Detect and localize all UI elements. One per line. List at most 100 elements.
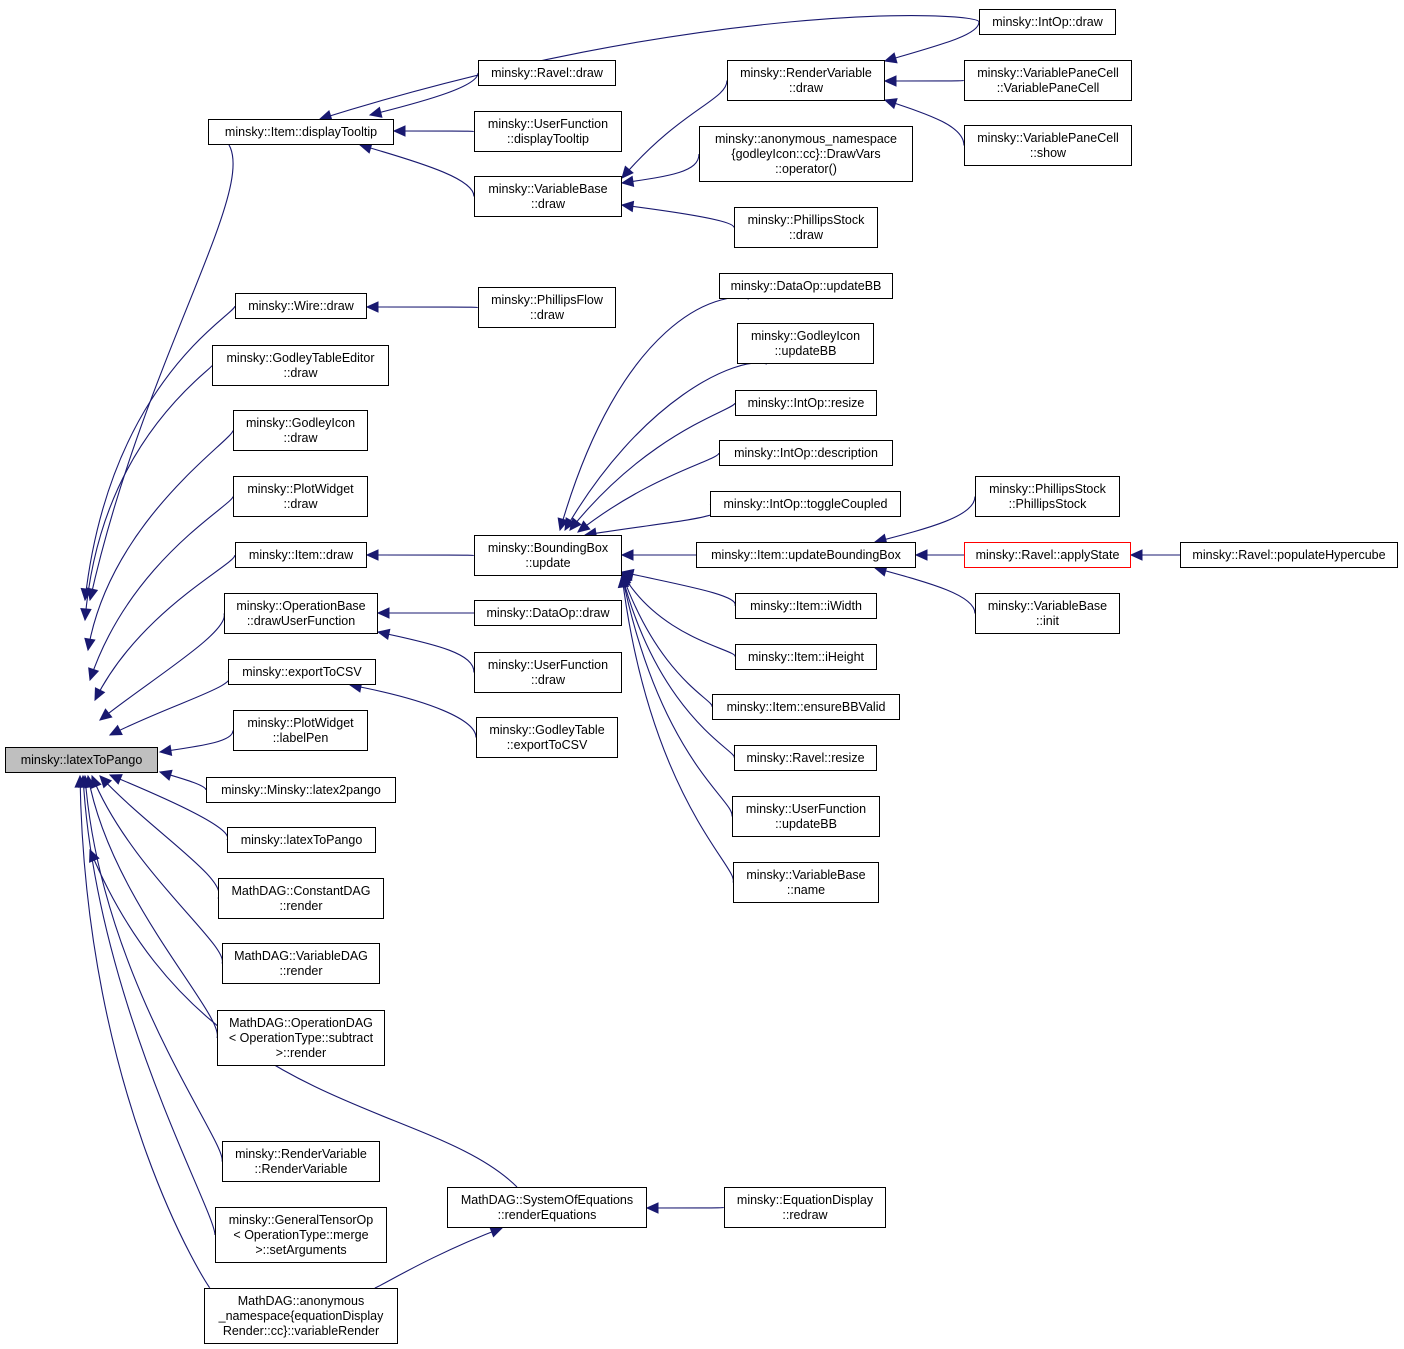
node-label-line: ::drawUserFunction xyxy=(246,613,356,628)
edge-godleytable-exportToCSV-to-exportToCSV xyxy=(349,684,477,738)
edge-ravel-draw-to-item-displayTooltip xyxy=(369,72,479,116)
node-godleyicon-draw[interactable]: minsky::GodleyIcon::draw xyxy=(233,410,368,451)
edge-userfunction-displayTooltip-to-item-displayTooltip xyxy=(393,130,475,133)
node-label-line: ::redraw xyxy=(782,1207,828,1222)
node-intop-toggleCoupled[interactable]: minsky::IntOp::toggleCoupled xyxy=(710,491,901,517)
node-ravel-draw[interactable]: minsky::Ravel::draw xyxy=(478,60,616,86)
node-boundingbox-update[interactable]: minsky::BoundingBox::update xyxy=(474,535,622,576)
node-dataop-updateBB[interactable]: minsky::DataOp::updateBB xyxy=(719,273,893,299)
node-label-line: minsky::PhillipsFlow xyxy=(491,292,603,307)
node-rendervariable-draw[interactable]: minsky::RenderVariable::draw xyxy=(727,60,885,101)
node-variablepanecell-ctor[interactable]: minsky::VariablePaneCell::VariablePaneCe… xyxy=(964,60,1132,101)
arrowhead xyxy=(645,1202,659,1214)
node-label-line: ::draw xyxy=(788,80,824,95)
edge-variablepanecell-show-to-rendervariable-draw xyxy=(884,99,965,146)
node-intop-resize[interactable]: minsky::IntOp::resize xyxy=(735,390,877,416)
edge-variableRender-to-latexToPango-root xyxy=(79,775,211,1289)
node-variablepanecell-show[interactable]: minsky::VariablePaneCell::show xyxy=(964,125,1132,166)
edge-rendervariable-draw-to-variablebase-draw xyxy=(621,80,728,179)
node-operationbase-drawUserFunction[interactable]: minsky::OperationBase::drawUserFunction xyxy=(224,593,378,634)
node-label-line: minsky::Item::iWidth xyxy=(750,598,862,613)
node-godleytable-exportToCSV[interactable]: minsky::GodleyTable::exportToCSV xyxy=(476,717,618,758)
node-plotwidget-draw[interactable]: minsky::PlotWidget::draw xyxy=(233,476,368,517)
arrowhead xyxy=(883,98,898,110)
node-label-line: minsky::EquationDisplay xyxy=(736,1192,874,1207)
node-minsky-latex2pango[interactable]: minsky::Minsky::latex2pango xyxy=(206,777,396,803)
arrowhead xyxy=(94,687,106,702)
node-variablebase-init[interactable]: minsky::VariableBase::init xyxy=(975,593,1120,634)
node-label-line: ::draw xyxy=(283,365,318,380)
arrowhead xyxy=(158,744,173,757)
node-operationdag-render[interactable]: MathDAG::OperationDAG< OperationType::su… xyxy=(217,1010,385,1066)
node-label-line: ::renderEquations xyxy=(497,1207,597,1222)
arrowhead xyxy=(617,574,630,589)
arrowhead xyxy=(368,106,383,118)
node-label-line: ::init xyxy=(1036,613,1059,628)
node-label-line: ::draw xyxy=(283,496,318,511)
node-intop-description[interactable]: minsky::IntOp::description xyxy=(719,440,893,466)
node-label-line: ::labelPen xyxy=(272,730,329,745)
node-variablebase-draw[interactable]: minsky::VariableBase::draw xyxy=(474,176,622,217)
node-phillipsstock-ctor[interactable]: minsky::PhillipsStock::PhillipsStock xyxy=(975,476,1120,517)
node-userfunction-displayTooltip[interactable]: minsky::UserFunction::displayTooltip xyxy=(474,111,622,152)
edge-phillipsstock-ctor-to-item-updateBoundingBox xyxy=(874,496,976,543)
node-variablebase-name[interactable]: minsky::VariableBase::name xyxy=(733,862,879,903)
edge-item-displayTooltip-to-latexToPango-root xyxy=(89,131,234,601)
node-label-line: ::operator() xyxy=(775,161,837,176)
node-label-line: minsky::PhillipsStock xyxy=(989,481,1106,496)
node-item-displayTooltip[interactable]: minsky::Item::displayTooltip xyxy=(208,119,394,145)
edge-variableRender-to-systemofequations-renderEquations xyxy=(374,1227,503,1289)
node-equationdisplay-redraw[interactable]: minsky::EquationDisplay::redraw xyxy=(724,1187,886,1228)
node-exportToCSV[interactable]: minsky::exportToCSV xyxy=(228,659,376,685)
node-dataop-draw[interactable]: minsky::DataOp::draw xyxy=(474,600,622,626)
node-drawvars-operator[interactable]: minsky::anonymous_namespace{godleyIcon::… xyxy=(699,126,913,182)
node-godleyicon-updateBB[interactable]: minsky::GodleyIcon::updateBB xyxy=(737,323,874,364)
node-item-draw[interactable]: minsky::Item::draw xyxy=(235,542,367,568)
node-item-ensureBBValid[interactable]: minsky::Item::ensureBBValid xyxy=(712,694,900,720)
node-constantdag-render[interactable]: MathDAG::ConstantDAG::render xyxy=(218,878,384,919)
node-godleytableeditor-draw[interactable]: minsky::GodleyTableEditor::draw xyxy=(212,345,389,386)
node-label-line: minsky::Item::displayTooltip xyxy=(224,124,378,139)
node-label-line: ::draw xyxy=(530,672,566,687)
arrowhead xyxy=(365,549,379,561)
node-intop-draw[interactable]: minsky::IntOp::draw xyxy=(979,9,1116,35)
node-label-line: minsky::Item::updateBoundingBox xyxy=(711,547,901,562)
arrowhead xyxy=(883,75,897,87)
node-label-line: ::draw xyxy=(530,196,566,211)
node-item-iHeight[interactable]: minsky::Item::iHeight xyxy=(735,644,877,670)
node-label-line: ::render xyxy=(279,898,323,913)
node-generaltensorop-setArguments[interactable]: minsky::GeneralTensorOp< OperationType::… xyxy=(215,1207,387,1263)
node-label-line: ::PhillipsStock xyxy=(1008,496,1087,511)
node-systemofequations-renderEquations[interactable]: MathDAG::SystemOfEquations::renderEquati… xyxy=(447,1187,647,1228)
edge-intop-resize-to-boundingbox-update xyxy=(569,402,736,531)
arrowhead xyxy=(620,549,634,561)
arrowhead xyxy=(376,628,391,641)
node-ravel-resize[interactable]: minsky::Ravel::resize xyxy=(734,745,877,771)
node-label-line: ::draw xyxy=(529,307,565,322)
node-userfunction-updateBB[interactable]: minsky::UserFunction::updateBB xyxy=(732,796,880,837)
node-label-line: MathDAG::VariableDAG xyxy=(234,948,368,963)
node-latexToPango-2[interactable]: minsky::latexToPango xyxy=(227,827,376,853)
node-variableRender[interactable]: MathDAG::anonymous_namespace{equationDis… xyxy=(204,1288,398,1344)
node-plotwidget-labelPen[interactable]: minsky::PlotWidget::labelPen xyxy=(233,710,368,751)
node-label-line: minsky::VariableBase xyxy=(987,598,1108,613)
node-rendervariable-ctor[interactable]: minsky::RenderVariable::RenderVariable xyxy=(222,1141,380,1182)
node-wire-draw[interactable]: minsky::Wire::draw xyxy=(235,293,367,319)
node-variabledag-render[interactable]: MathDAG::VariableDAG::render xyxy=(222,943,380,984)
node-ravel-populateHypercube[interactable]: minsky::Ravel::populateHypercube xyxy=(1180,542,1398,568)
node-label-line: minsky::GodleyIcon xyxy=(245,415,356,430)
edge-systemofequations-renderEquations-to-latexToPango-root xyxy=(89,849,518,1188)
node-label-line: minsky::IntOp::resize xyxy=(747,395,865,410)
node-phillipsstock-draw[interactable]: minsky::PhillipsStock::draw xyxy=(734,207,878,248)
edge-operationdag-render-to-latexToPango-root xyxy=(87,775,218,1039)
node-item-updateBoundingBox[interactable]: minsky::Item::updateBoundingBox xyxy=(696,542,916,568)
node-label-line: {godleyIcon::cc}::DrawVars xyxy=(731,146,881,161)
node-userfunction-draw[interactable]: minsky::UserFunction::draw xyxy=(474,652,622,693)
node-label-line: minsky::GodleyIcon xyxy=(750,328,861,343)
node-phillipsflow-draw[interactable]: minsky::PhillipsFlow::draw xyxy=(478,287,616,328)
edge-wire-draw-to-latexToPango-root xyxy=(84,305,236,601)
node-ravel-applyState[interactable]: minsky::Ravel::applyState xyxy=(964,542,1131,568)
arrowhead xyxy=(620,200,635,213)
node-label-line: ::update xyxy=(525,555,571,570)
node-item-iWidth[interactable]: minsky::Item::iWidth xyxy=(735,593,877,619)
